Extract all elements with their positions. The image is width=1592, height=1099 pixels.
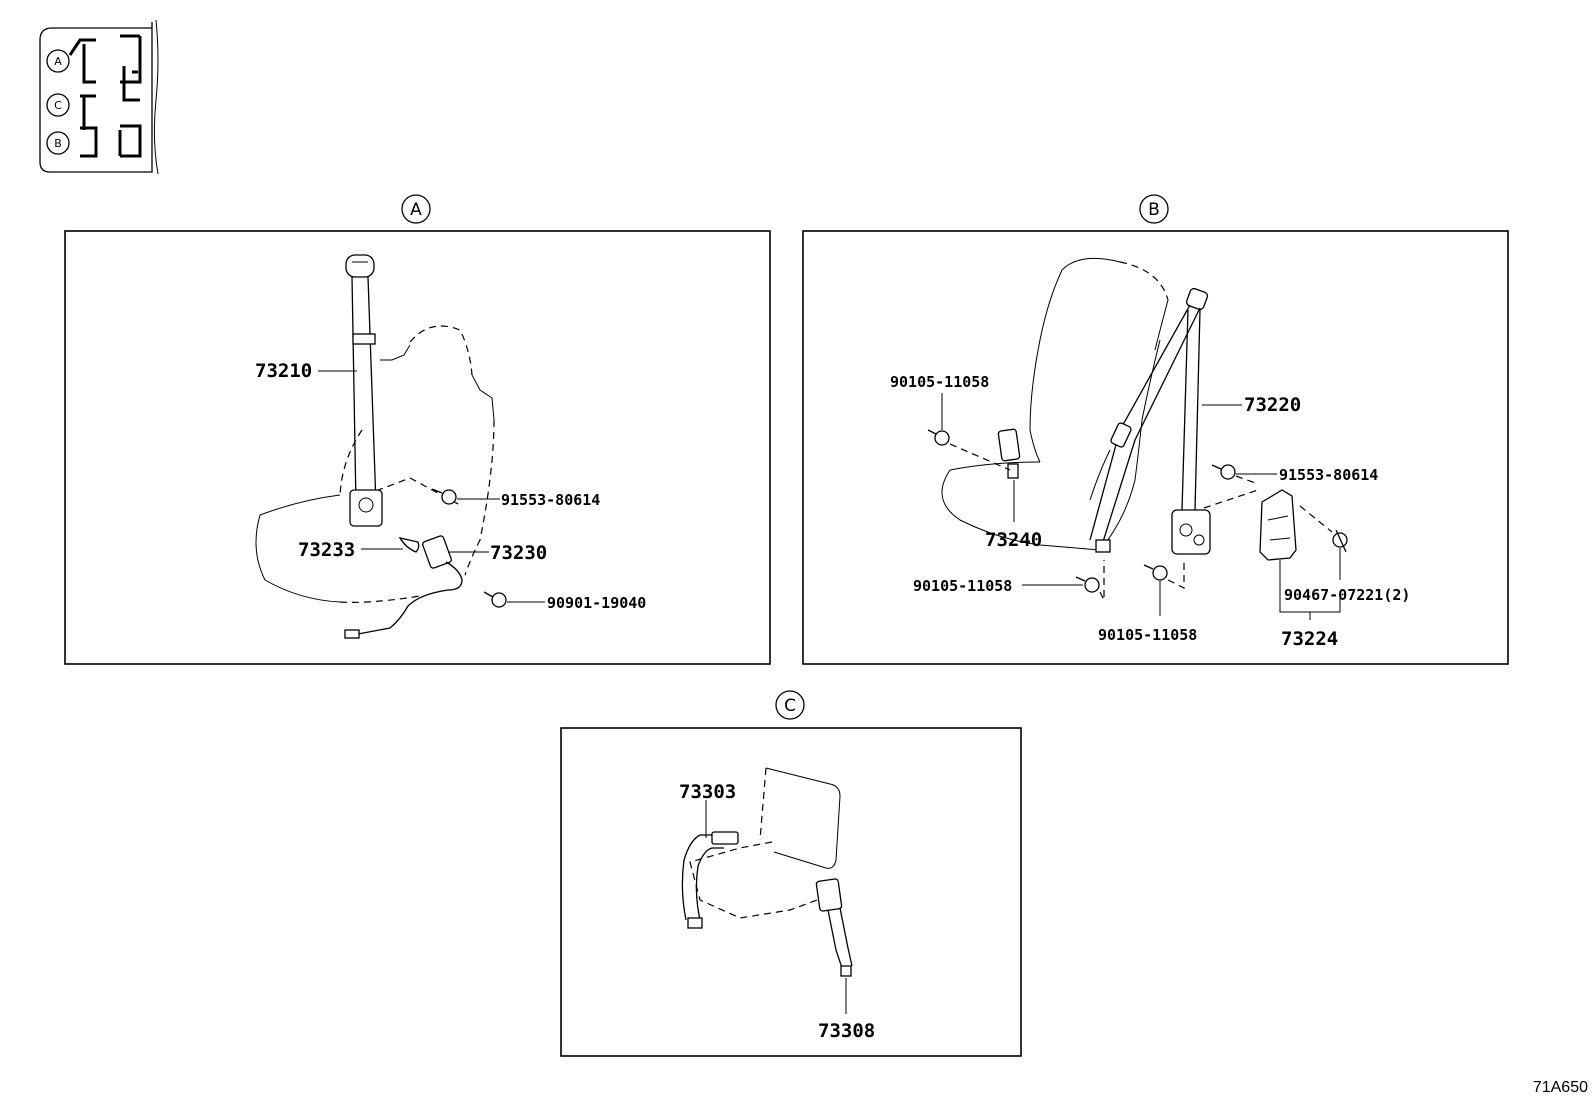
bolt-91553-80614-a[interactable] xyxy=(431,488,457,505)
index-marker-c[interactable]: C xyxy=(46,93,70,117)
bolt-90105-11058-bottom[interactable] xyxy=(1143,564,1168,581)
buckle-73240[interactable] xyxy=(997,428,1021,479)
view-c-leaders xyxy=(705,800,847,1014)
view-a: A xyxy=(64,194,771,665)
index-seat-shapes xyxy=(68,34,142,158)
label-90467-07221: 90467-07221(2) xyxy=(1284,586,1410,604)
diagram-code: 71A650 xyxy=(1533,1079,1588,1096)
view-b-frame xyxy=(802,230,1509,665)
view-c-marker[interactable]: C xyxy=(775,690,805,720)
bolt-90105-11058-top[interactable] xyxy=(927,429,950,446)
label-73240: 73240 xyxy=(985,529,1042,551)
label-73210: 73210 xyxy=(255,360,312,382)
cover-73224[interactable] xyxy=(1259,489,1297,561)
label-90901-19040: 90901-19040 xyxy=(547,594,646,612)
buckle-73308[interactable] xyxy=(815,878,853,977)
label-90105-11058-top: 90105-11058 xyxy=(890,373,989,391)
label-73224: 73224 xyxy=(1281,628,1338,650)
view-b-assembly-lines xyxy=(949,443,1333,601)
bolt-90467-07221[interactable] xyxy=(1332,529,1348,553)
buckle-73230[interactable] xyxy=(344,535,463,639)
bolt-91553-80614-b[interactable] xyxy=(1211,464,1236,480)
view-a-frame xyxy=(64,230,771,665)
view-b-leaders xyxy=(941,393,1341,620)
label-91553-80614-a: 91553-80614 xyxy=(501,491,600,509)
view-a-marker[interactable]: A xyxy=(401,194,431,224)
svg-text:A: A xyxy=(410,200,422,220)
label-90105-11058-bottom: 90105-11058 xyxy=(1098,626,1197,644)
view-b-seat xyxy=(941,257,1169,551)
view-c: C 73303 73308 xyxy=(560,690,1022,1057)
seat-belt-73210[interactable] xyxy=(345,254,383,527)
view-a-leaders xyxy=(318,370,545,603)
svg-text:B: B xyxy=(54,137,62,150)
index-map: A C B xyxy=(39,19,159,175)
view-b: B xyxy=(802,194,1509,665)
svg-text:A: A xyxy=(54,55,62,68)
svg-text:C: C xyxy=(54,99,62,112)
index-marker-b[interactable]: B xyxy=(46,131,70,155)
view-c-frame xyxy=(560,727,1022,1057)
view-c-seat xyxy=(689,767,841,919)
bolt-90901-19040[interactable] xyxy=(483,591,507,608)
svg-text:C: C xyxy=(784,696,796,716)
cover-73233[interactable] xyxy=(398,537,420,553)
label-91553-80614-b: 91553-80614 xyxy=(1279,466,1378,484)
svg-text:B: B xyxy=(1148,200,1160,220)
label-73303: 73303 xyxy=(679,781,736,803)
label-90105-11058-left: 90105-11058 xyxy=(913,577,1012,595)
label-73233: 73233 xyxy=(298,539,355,561)
view-b-marker[interactable]: B xyxy=(1139,194,1169,224)
bolt-90105-11058-left[interactable] xyxy=(1075,576,1100,593)
index-marker-a[interactable]: A xyxy=(46,49,70,73)
seat-belt-73303[interactable] xyxy=(681,831,739,929)
seat-belt-73220[interactable] xyxy=(1089,287,1211,555)
label-73308: 73308 xyxy=(818,1020,875,1042)
label-73230: 73230 xyxy=(490,542,547,564)
label-73220: 73220 xyxy=(1244,394,1301,416)
